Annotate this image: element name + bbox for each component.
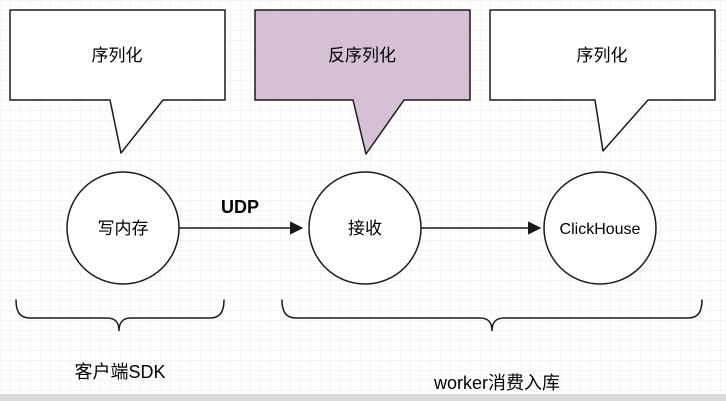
edge-udp-label: UDP [221, 197, 259, 217]
node-receive-shape[interactable] [308, 171, 422, 285]
callout-serialize-right-label: 序列化 [577, 46, 628, 65]
canvas-bottom-edge [0, 394, 726, 401]
brace-worker-consume-shape[interactable] [281, 299, 703, 332]
callout-deserialize-shape[interactable] [254, 9, 471, 155]
callout-serialize-right-shape[interactable] [489, 9, 716, 152]
callout-serialize-left-shape[interactable] [9, 9, 226, 154]
brace-client-sdk-shape[interactable] [15, 299, 225, 332]
edge-udp[interactable]: UDP [179, 197, 304, 235]
node-clickhouse[interactable]: ClickHouse [543, 171, 657, 285]
brace-worker-consume[interactable]: worker消费入库 [281, 299, 703, 393]
callout-serialize-right[interactable]: 序列化 [489, 9, 716, 152]
callout-serialize-left[interactable]: 序列化 [9, 9, 226, 154]
node-receive[interactable]: 接收 [308, 171, 422, 285]
brace-client-sdk-label: 客户端SDK [74, 362, 165, 382]
callout-serialize-left-label: 序列化 [92, 46, 143, 65]
node-clickhouse-label: ClickHouse [560, 221, 641, 238]
node-clickhouse-shape[interactable] [543, 171, 657, 285]
node-receive-label: 接收 [348, 219, 382, 238]
node-write-memory-label: 写内存 [98, 219, 149, 238]
node-write-memory[interactable]: 写内存 [66, 171, 180, 285]
node-write-memory-shape[interactable] [66, 171, 180, 285]
callout-deserialize[interactable]: 反序列化 [254, 9, 471, 155]
brace-client-sdk[interactable]: 客户端SDK [15, 299, 225, 382]
brace-worker-consume-label: worker消费入库 [433, 373, 560, 393]
callout-deserialize-label: 反序列化 [328, 46, 396, 65]
